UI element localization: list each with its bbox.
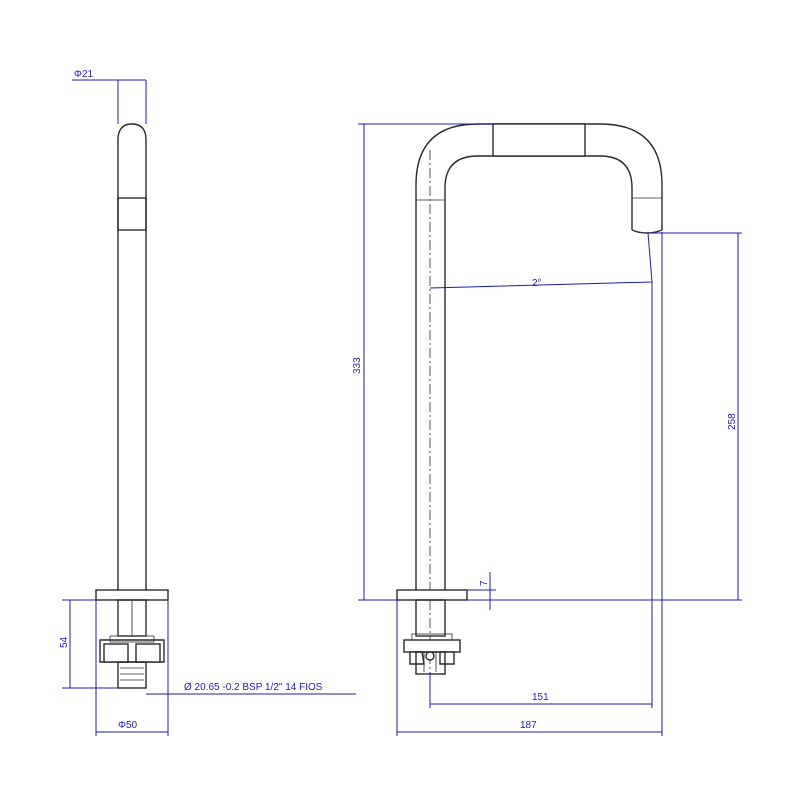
front-tube-outer bbox=[415, 123, 663, 590]
front-under-stem bbox=[415, 599, 446, 637]
front-angle-label: 2° bbox=[532, 278, 542, 289]
side-view bbox=[95, 123, 169, 689]
front-reach-total-label: 187 bbox=[520, 720, 537, 731]
side-height-base-label: 54 bbox=[59, 636, 70, 648]
front-view-dimensions: 333 258 2° 7 151 187 bbox=[352, 123, 742, 736]
front-reach-inner-label: 151 bbox=[532, 692, 549, 703]
front-base-plate bbox=[396, 589, 468, 601]
side-tube bbox=[117, 123, 147, 590]
front-tube-inner bbox=[444, 155, 633, 590]
front-base-height-label: 7 bbox=[479, 580, 490, 586]
front-total-height-label: 333 bbox=[352, 357, 363, 374]
side-dia-top-label: Φ21 bbox=[74, 69, 94, 80]
front-spout-tip bbox=[631, 229, 663, 234]
side-aerator-band bbox=[117, 197, 147, 231]
front-view bbox=[396, 123, 663, 675]
side-base-plate bbox=[95, 589, 169, 601]
side-thread bbox=[117, 661, 147, 689]
front-lock-nut bbox=[403, 639, 461, 653]
side-view-dimensions: Φ21 54 Φ50 Ø 20.65 -0.2 BSP 1/2" 14 FIOS bbox=[59, 69, 356, 736]
side-dia-base-label: Φ50 bbox=[118, 720, 138, 731]
side-thread-note: Ø 20.65 -0.2 BSP 1/2" 14 FIOS bbox=[184, 682, 323, 693]
front-spout-height-label: 258 bbox=[727, 413, 738, 430]
front-top-collar bbox=[492, 123, 586, 157]
